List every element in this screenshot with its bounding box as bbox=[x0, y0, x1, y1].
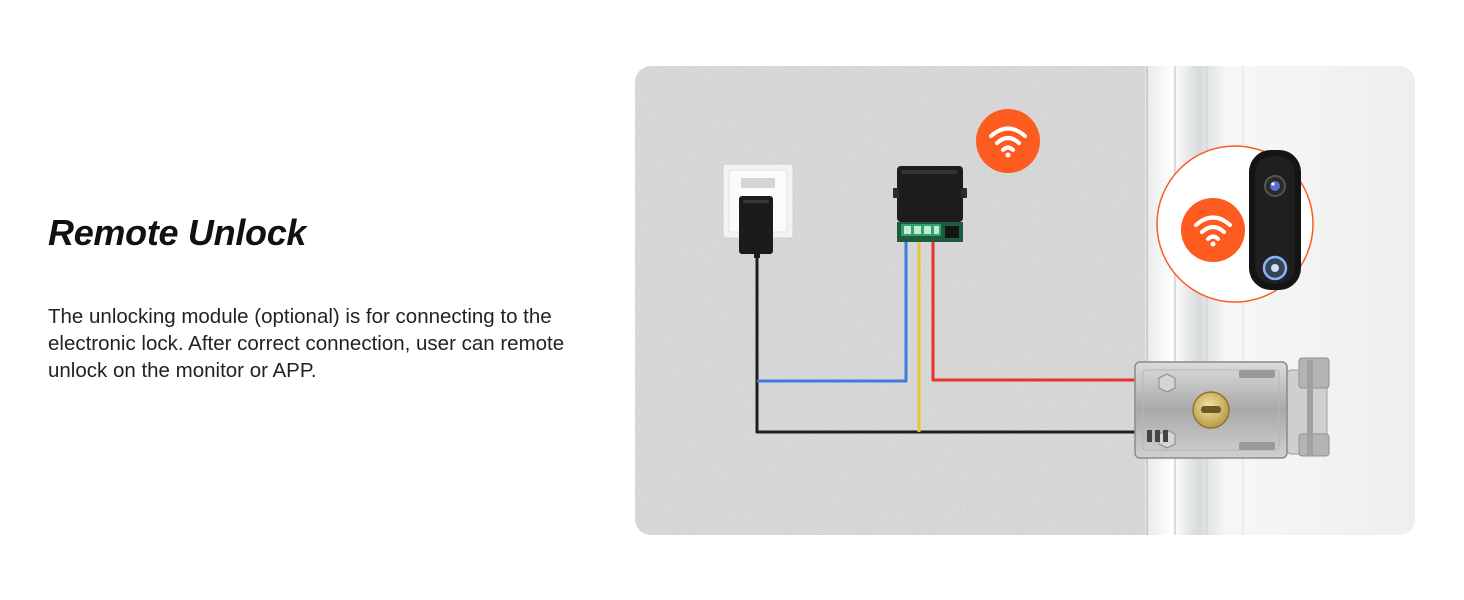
wiring-illustration bbox=[635, 66, 1415, 535]
page-title: Remote Unlock bbox=[48, 212, 307, 253]
wifi-badge bbox=[976, 109, 1040, 173]
red-wire bbox=[931, 234, 1135, 382]
text-panel: Remote Unlock The unlocking module (opti… bbox=[48, 0, 628, 600]
blue-wire bbox=[757, 234, 908, 383]
black-wire bbox=[755, 236, 1135, 434]
electronic-lock bbox=[1134, 357, 1330, 459]
video-doorbell bbox=[1249, 150, 1301, 290]
wifi-icon bbox=[989, 126, 1027, 152]
unlocking-module bbox=[893, 166, 967, 242]
door-frame bbox=[1145, 66, 1415, 535]
doorbell-callout bbox=[1156, 145, 1314, 303]
description-text: The unlocking module (optional) is for c… bbox=[48, 305, 565, 382]
power-adapter bbox=[722, 163, 794, 258]
wifi-icon bbox=[1194, 215, 1232, 241]
wiring bbox=[755, 234, 1135, 434]
wall bbox=[635, 66, 1147, 535]
